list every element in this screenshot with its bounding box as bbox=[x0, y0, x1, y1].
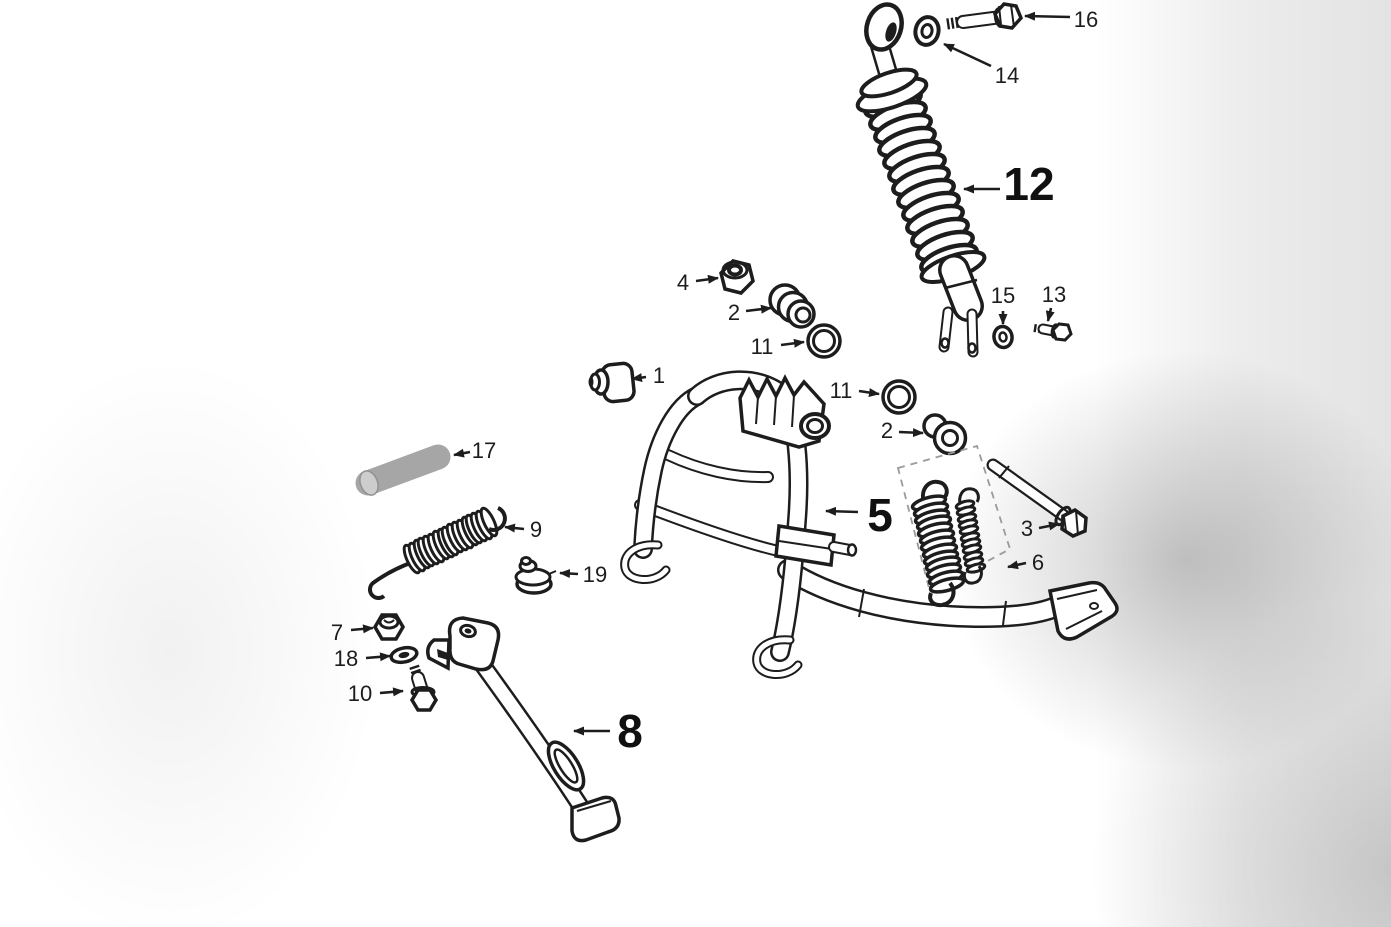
callout-16: 16 bbox=[1024, 7, 1098, 32]
leader-line bbox=[379, 687, 404, 697]
part-rubber-cap bbox=[514, 556, 557, 595]
part-lock-nut bbox=[719, 259, 755, 295]
callout-label: 6 bbox=[1032, 550, 1044, 575]
callout-label: 10 bbox=[348, 681, 372, 706]
callout-label: 11 bbox=[830, 378, 853, 403]
part-flange-nut bbox=[372, 613, 406, 641]
part-shock-upper-bolt bbox=[946, 2, 1024, 30]
leader-line bbox=[631, 373, 647, 383]
callout-label: 12 bbox=[1003, 158, 1054, 210]
part-washer-rear bbox=[881, 379, 917, 415]
leader-line bbox=[858, 388, 880, 397]
part-stand-pivot-pin bbox=[355, 444, 451, 496]
part-center-stand bbox=[620, 370, 1119, 679]
callout-2-rear: 2 bbox=[881, 418, 924, 443]
callout-19: 19 bbox=[559, 562, 607, 587]
callout-14: 14 bbox=[943, 42, 1019, 88]
callout-label: 7 bbox=[331, 620, 343, 645]
callout-label: 9 bbox=[530, 517, 542, 542]
part-spring-kit bbox=[896, 444, 1012, 608]
callout-10: 10 bbox=[348, 681, 404, 706]
callout-11-rear: 11 bbox=[830, 378, 880, 403]
part-washer-front bbox=[806, 323, 842, 359]
callout-2-front: 2 bbox=[728, 300, 772, 325]
part-shock-lower-washer bbox=[992, 324, 1014, 350]
callout-label: 15 bbox=[991, 283, 1015, 308]
callout-label: 8 bbox=[617, 705, 643, 757]
callout-8: 8 bbox=[573, 705, 643, 757]
callout-9: 9 bbox=[504, 517, 542, 542]
callout-11-front: 11 bbox=[751, 334, 805, 359]
part-center-stand-spring bbox=[368, 504, 507, 600]
part-pivot-bushing-rear bbox=[922, 413, 968, 456]
part-flat-washer bbox=[389, 645, 419, 665]
leader-line bbox=[780, 338, 805, 348]
callout-15: 15 bbox=[991, 283, 1015, 325]
part-side-stand-screw bbox=[409, 664, 439, 712]
callout-label: 16 bbox=[1074, 7, 1098, 32]
leader-line bbox=[1045, 307, 1055, 322]
callout-17: 17 bbox=[453, 438, 496, 463]
callout-6: 6 bbox=[1007, 550, 1044, 575]
callout-13: 13 bbox=[1042, 282, 1066, 322]
part-rubber-buffer bbox=[588, 361, 636, 404]
callout-label: 4 bbox=[677, 270, 689, 295]
part-rear-shock-absorber bbox=[855, 2, 987, 358]
callout-3: 3 bbox=[1021, 516, 1060, 541]
leader-line bbox=[453, 448, 471, 458]
part-shock-lower-bolt bbox=[1033, 322, 1073, 342]
leader-line bbox=[745, 304, 772, 314]
callout-label: 3 bbox=[1021, 516, 1033, 541]
callout-label: 5 bbox=[867, 489, 893, 541]
part-shock-upper-washer bbox=[913, 15, 941, 47]
callout-label: 14 bbox=[995, 63, 1019, 88]
callout-label: 2 bbox=[728, 300, 740, 325]
leader-line bbox=[1007, 560, 1027, 570]
part-pivot-bushing-front bbox=[768, 283, 816, 329]
callout-label: 18 bbox=[334, 646, 358, 671]
leader-line bbox=[1038, 521, 1060, 531]
leader-line bbox=[350, 624, 374, 634]
callout-label: 17 bbox=[472, 438, 496, 463]
leader-line bbox=[504, 523, 525, 533]
leader-line bbox=[825, 506, 859, 516]
callout-label: 19 bbox=[583, 562, 607, 587]
leader-line bbox=[1024, 11, 1071, 21]
callout-18: 18 bbox=[334, 646, 391, 671]
callout-label: 2 bbox=[881, 418, 893, 443]
leader-line bbox=[559, 569, 579, 579]
leader-line bbox=[695, 274, 719, 284]
callout-12: 12 bbox=[963, 158, 1055, 210]
leader-line bbox=[365, 652, 391, 662]
callout-label: 1 bbox=[653, 363, 665, 388]
leader-line bbox=[943, 42, 992, 68]
callout-5: 5 bbox=[825, 489, 893, 541]
callout-label: 13 bbox=[1042, 282, 1066, 307]
part-stand-pivot-bolt bbox=[986, 458, 1088, 538]
callout-1: 1 bbox=[631, 363, 665, 388]
callout-4: 4 bbox=[677, 270, 719, 295]
callout-label: 11 bbox=[751, 334, 774, 359]
callout-7: 7 bbox=[331, 620, 374, 645]
leader-line bbox=[898, 428, 924, 438]
part-side-stand bbox=[426, 616, 621, 843]
